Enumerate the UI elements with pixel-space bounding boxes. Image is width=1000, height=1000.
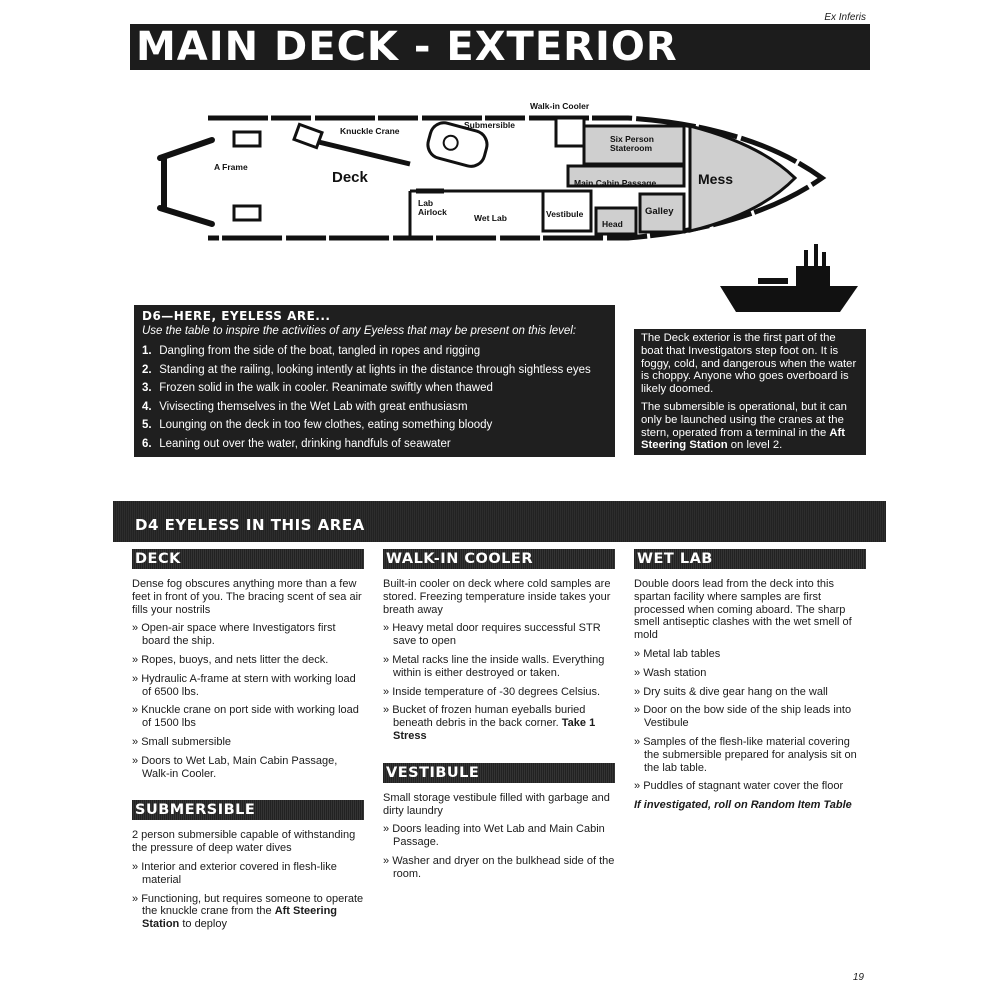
list-item: Hydraulic A-frame at stern with working … <box>132 673 364 699</box>
page-title-bar: MAIN DECK - EXTERIOR <box>130 24 870 70</box>
label-head: Head <box>602 219 623 229</box>
d6-list: 1. Dangling from the side of the boat, t… <box>142 342 607 454</box>
column-deck: DECK Dense fog obscures anything more th… <box>132 549 364 937</box>
list-item: Samples of the flesh-like material cover… <box>634 736 866 774</box>
deck-intro: Dense fog obscures anything more than a … <box>132 578 362 616</box>
d6-eyeless-table: D6—HERE, EYELESS ARE... Use the table to… <box>134 305 615 457</box>
list-item: Interior and exterior covered in flesh-l… <box>132 861 364 887</box>
label-deck: Deck <box>332 169 369 186</box>
d6-item: 2. Standing at the railing, looking inte… <box>142 363 591 376</box>
list-item: Ropes, buoys, and nets litter the deck. <box>132 654 364 667</box>
list-item: Dry suits & dive gear hang on the wall <box>634 686 866 699</box>
galley-room <box>638 192 686 234</box>
description-paragraph: The submersible is operational, but it c… <box>641 400 847 452</box>
vestibule-intro: Small storage vestibule filled with garb… <box>383 791 610 817</box>
mess-area <box>688 124 798 233</box>
cooler-list: Heavy metal door requires successful STR… <box>383 622 615 742</box>
passage-room <box>566 164 686 188</box>
label-mess: Mess <box>698 171 733 187</box>
page-number: 19 <box>852 972 864 983</box>
wetlab-note: If investigated, roll on Random Item Tab… <box>634 799 852 812</box>
section-heading-vestibule: VESTIBULE <box>383 762 615 783</box>
list-item: Doors to Wet Lab, Main Cabin Passage, Wa… <box>132 755 364 781</box>
stateroom-room <box>582 124 686 166</box>
d6-heading: D6—HERE, EYELESS ARE... <box>142 309 331 323</box>
d6-item: 3. Frozen solid in the walk in cooler. R… <box>142 382 493 395</box>
a-frame <box>157 137 215 227</box>
d6-intro: Use the table to inspire the activities … <box>142 325 577 337</box>
d6-item: 4. Vivisecting themselves in the Wet Lab… <box>142 400 468 413</box>
vestibule-list: Doors leading into Wet Lab and Main Cabi… <box>383 823 615 880</box>
vestibule-room <box>541 189 593 233</box>
d6-item: 1. Dangling from the side of the boat, t… <box>142 345 481 357</box>
deck-map: Walk-in Cooler Submersible Knuckle Crane… <box>157 101 827 241</box>
wetlab-intro: Double doors lead from the deck into thi… <box>634 578 852 642</box>
section-heading-cooler: WALK-IN COOLER <box>383 549 615 569</box>
head-room <box>594 206 638 236</box>
label-galley: Galley <box>645 206 674 217</box>
list-item: Door on the bow side of the ship leads i… <box>634 704 866 730</box>
list-item: Washer and dryer on the bulkhead side of… <box>383 855 615 881</box>
wetlab-list: Metal lab tables Wash station Dry suits … <box>634 648 866 793</box>
submersible-list: Interior and exterior covered in flesh-l… <box>132 861 364 931</box>
label-airlock: Airlock <box>418 207 447 217</box>
deck-list: Open-air space where Investigators first… <box>132 622 364 780</box>
label-walkin: Walk-in Cooler <box>530 101 590 111</box>
d4-heading: D4 EYELESS IN THIS AREA <box>135 516 365 534</box>
label-submersible: Submersible <box>464 120 515 130</box>
column-cooler: WALK-IN COOLER Built-in cooler on deck w… <box>383 549 615 887</box>
column-wetlab: WET LAB Double doors lead from the deck … <box>634 549 866 818</box>
ship-silhouette-icon <box>720 244 858 312</box>
book-title: Ex Inferis <box>824 12 866 23</box>
list-item: Metal racks line the inside walls. Every… <box>383 654 615 680</box>
d6-item: 6. Leaning out over the water, drinking … <box>142 437 451 450</box>
label-sixperson: Six Person <box>610 134 654 144</box>
list-item: Functioning, but requires someone to ope… <box>132 893 364 931</box>
label-stateroom: Stateroom <box>610 143 652 153</box>
label-wetlab: Wet Lab <box>474 213 507 223</box>
label-aframe: A Frame <box>214 162 248 172</box>
list-item: Heavy metal door requires successful STR… <box>383 622 615 648</box>
list-item: Doors leading into Wet Lab and Main Cabi… <box>383 823 615 849</box>
list-item: Inside temperature of -30 degrees Celsiu… <box>383 686 615 699</box>
label-lab: Lab <box>418 198 433 208</box>
d6-item: 5. Lounging on the deck in too few cloth… <box>142 419 493 432</box>
submersible-vessel <box>426 121 489 168</box>
description-paragraph: The Deck exterior is the first part of t… <box>641 332 857 396</box>
section-heading-deck: DECK <box>132 549 364 569</box>
list-item: Metal lab tables <box>634 648 866 661</box>
list-item: Knuckle crane on port side with working … <box>132 704 364 730</box>
section-heading-submersible: SUBMERSIBLE <box>132 800 364 821</box>
label-passage: Main Cabin Passage <box>574 178 656 188</box>
list-item: Open-air space where Investigators first… <box>132 622 364 648</box>
section-heading-wetlab: WET LAB <box>634 549 866 569</box>
label-knuckle: Knuckle Crane <box>340 126 400 136</box>
list-item: Wash station <box>634 667 866 680</box>
page-title: MAIN DECK - EXTERIOR <box>136 24 678 70</box>
cooler-intro: Built-in cooler on deck where cold sampl… <box>383 578 611 616</box>
label-vestibule: Vestibule <box>546 209 584 219</box>
list-item: Puddles of stagnant water cover the floo… <box>634 780 866 793</box>
walkin-cooler-room <box>554 116 586 148</box>
submersible-intro: 2 person submersible capable of withstan… <box>132 829 356 855</box>
list-item: Small submersible <box>132 736 364 749</box>
d4-eyeless-band: D4 EYELESS IN THIS AREA <box>113 501 886 542</box>
deck-description-box: The Deck exterior is the first part of t… <box>634 329 866 455</box>
list-item: Bucket of frozen human eyeballs buried b… <box>383 704 615 742</box>
